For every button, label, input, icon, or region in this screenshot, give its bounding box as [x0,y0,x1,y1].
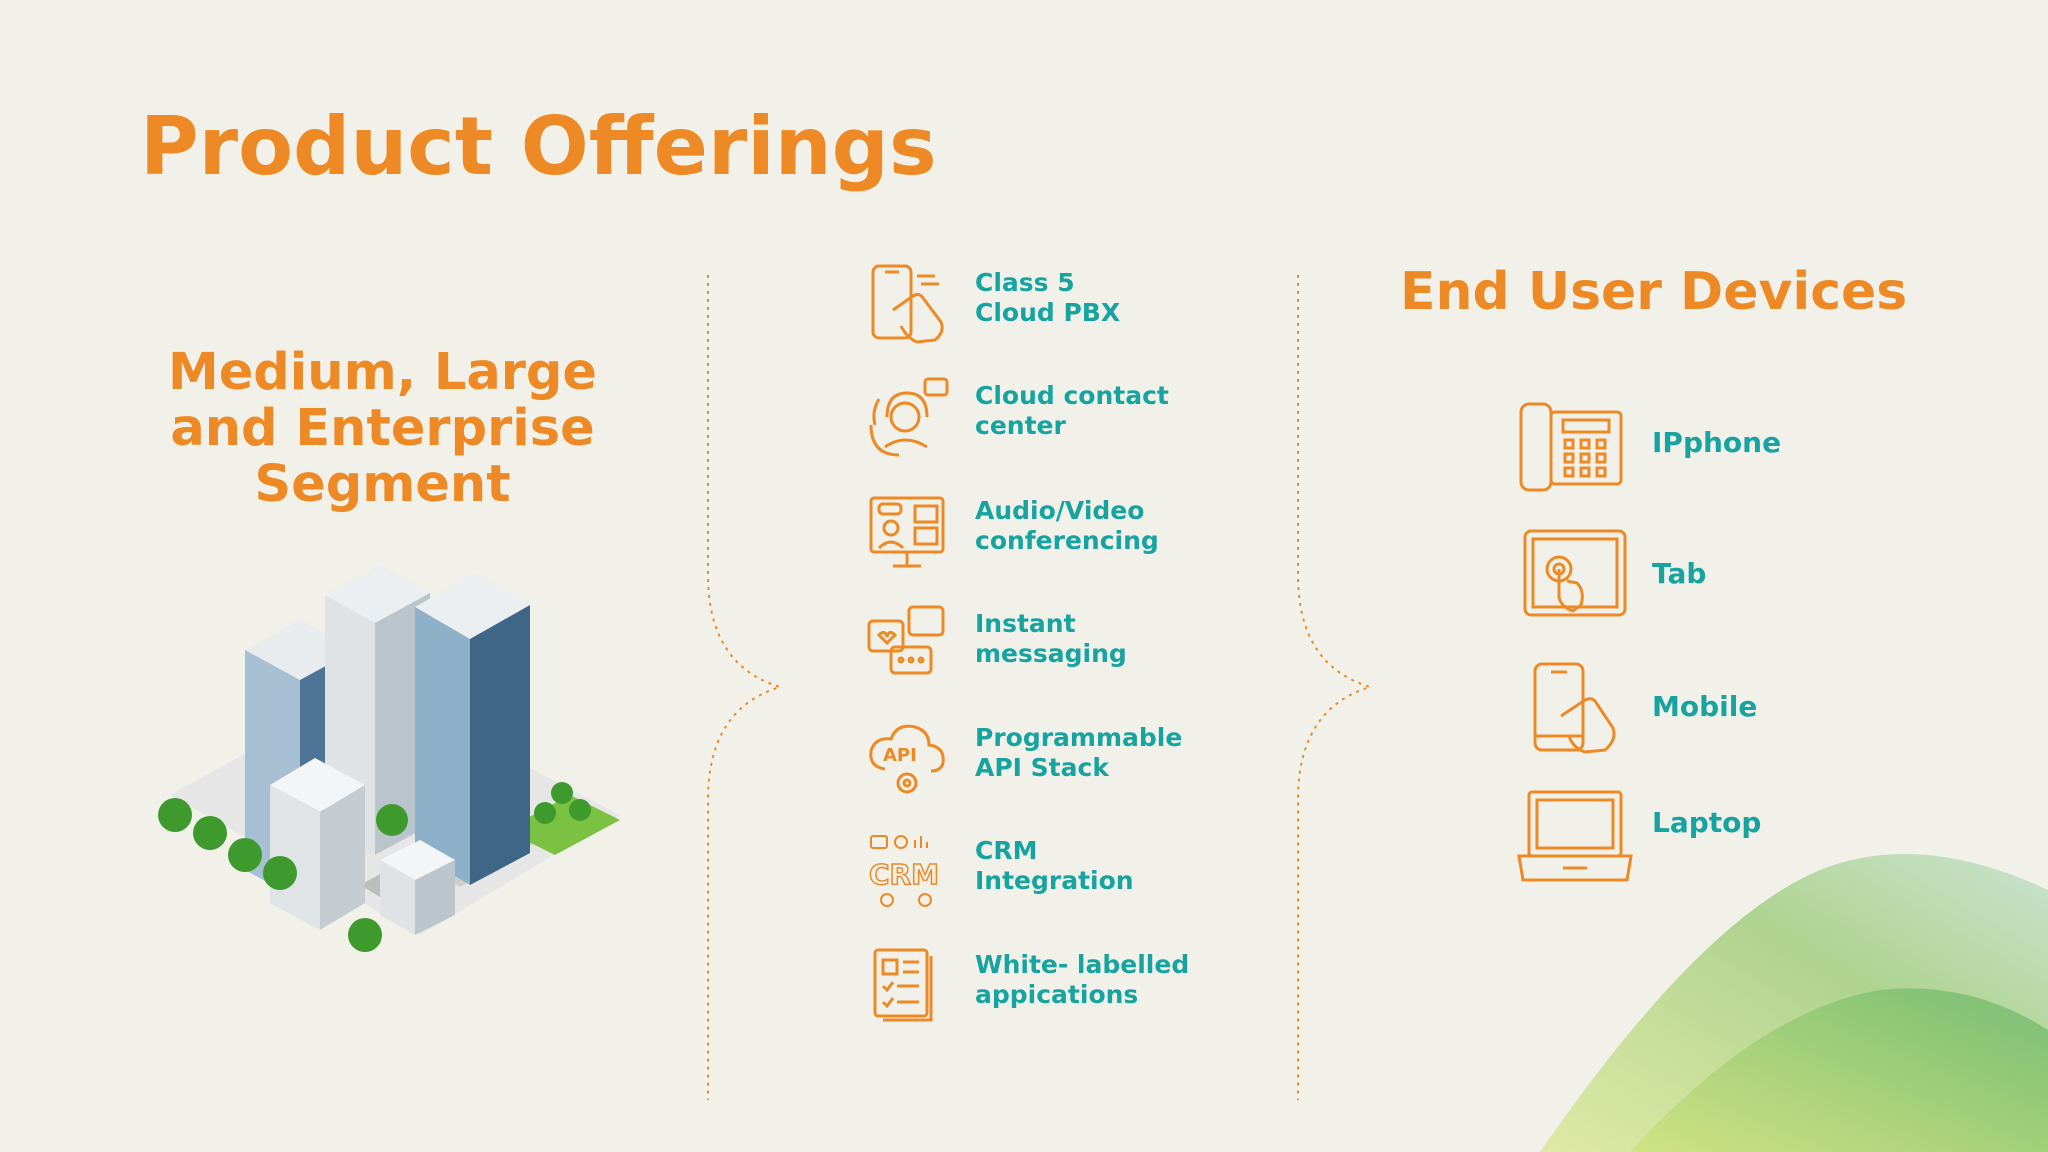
device-item: IPphone [1515,400,1835,510]
offering-label-line: Integration [975,866,1134,895]
svg-text:CRM: CRM [869,858,939,891]
device-label: Laptop [1652,806,1762,839]
segment-line: Segment [254,455,511,514]
offering-item: Instant messaging [865,603,1295,693]
offering-label-line: Cloud contact [975,381,1169,410]
offering-item: CRM CRM Integration [865,830,1295,920]
offering-label-line: API Stack [975,753,1109,782]
api-gear-icon: API [869,724,945,794]
offering-label-line: Instant [975,609,1076,638]
offering-item: API Programmable API Stack [865,717,1295,807]
decorative-wave [1540,854,2048,1152]
offering-label-line: Programmable [975,723,1183,752]
device-item: Mobile [1515,660,1835,770]
offering-label-line: Cloud PBX [975,298,1121,327]
offering-item: White- labelled appications [865,944,1295,1034]
device-label: Tab [1652,557,1707,590]
offering-item: Audio/Video conferencing [865,490,1295,580]
mobile-icon [1533,662,1616,754]
offering-label-line: White- labelled [975,950,1190,979]
video-conference-icon [869,496,945,568]
phone-touch-icon [871,264,944,344]
offering-item: Class 5 Cloud PBX [865,262,1295,352]
offering-label-line: center [975,411,1066,440]
chat-bubbles-icon [867,605,945,675]
offering-label-line: CRM [975,836,1038,865]
offering-label-line: conferencing [975,526,1159,555]
device-label: Mobile [1652,690,1758,723]
document-list-icon [873,948,933,1022]
device-item: Tab [1515,527,1835,637]
page-title: Product Offerings [140,100,937,193]
segment-line: Medium, Large [167,343,598,402]
svg-text:API: API [883,745,917,766]
devices-title: End User Devices [1400,262,1908,322]
crm-icon: CRM [868,835,940,907]
headset-agent-icon [869,377,949,457]
offering-label-line: Audio/Video [975,496,1145,525]
segment-line: and Enterprise [170,399,595,458]
device-item: Laptop [1515,784,1835,894]
ip-phone-icon [1519,402,1623,492]
laptop-icon [1517,790,1633,882]
segment-heading: Medium, Large and Enterprise Segment [120,345,645,513]
offering-item: Cloud contact center [865,375,1295,465]
device-label: IPphone [1652,426,1782,459]
tablet-icon [1523,529,1627,617]
left-brace-divider [707,275,784,1100]
offering-label-line: appications [975,980,1139,1009]
offering-label-line: Class 5 [975,268,1075,297]
right-brace-divider [1297,275,1374,1100]
city-buildings-illustration [158,565,620,952]
offering-label-line: messaging [975,639,1127,668]
